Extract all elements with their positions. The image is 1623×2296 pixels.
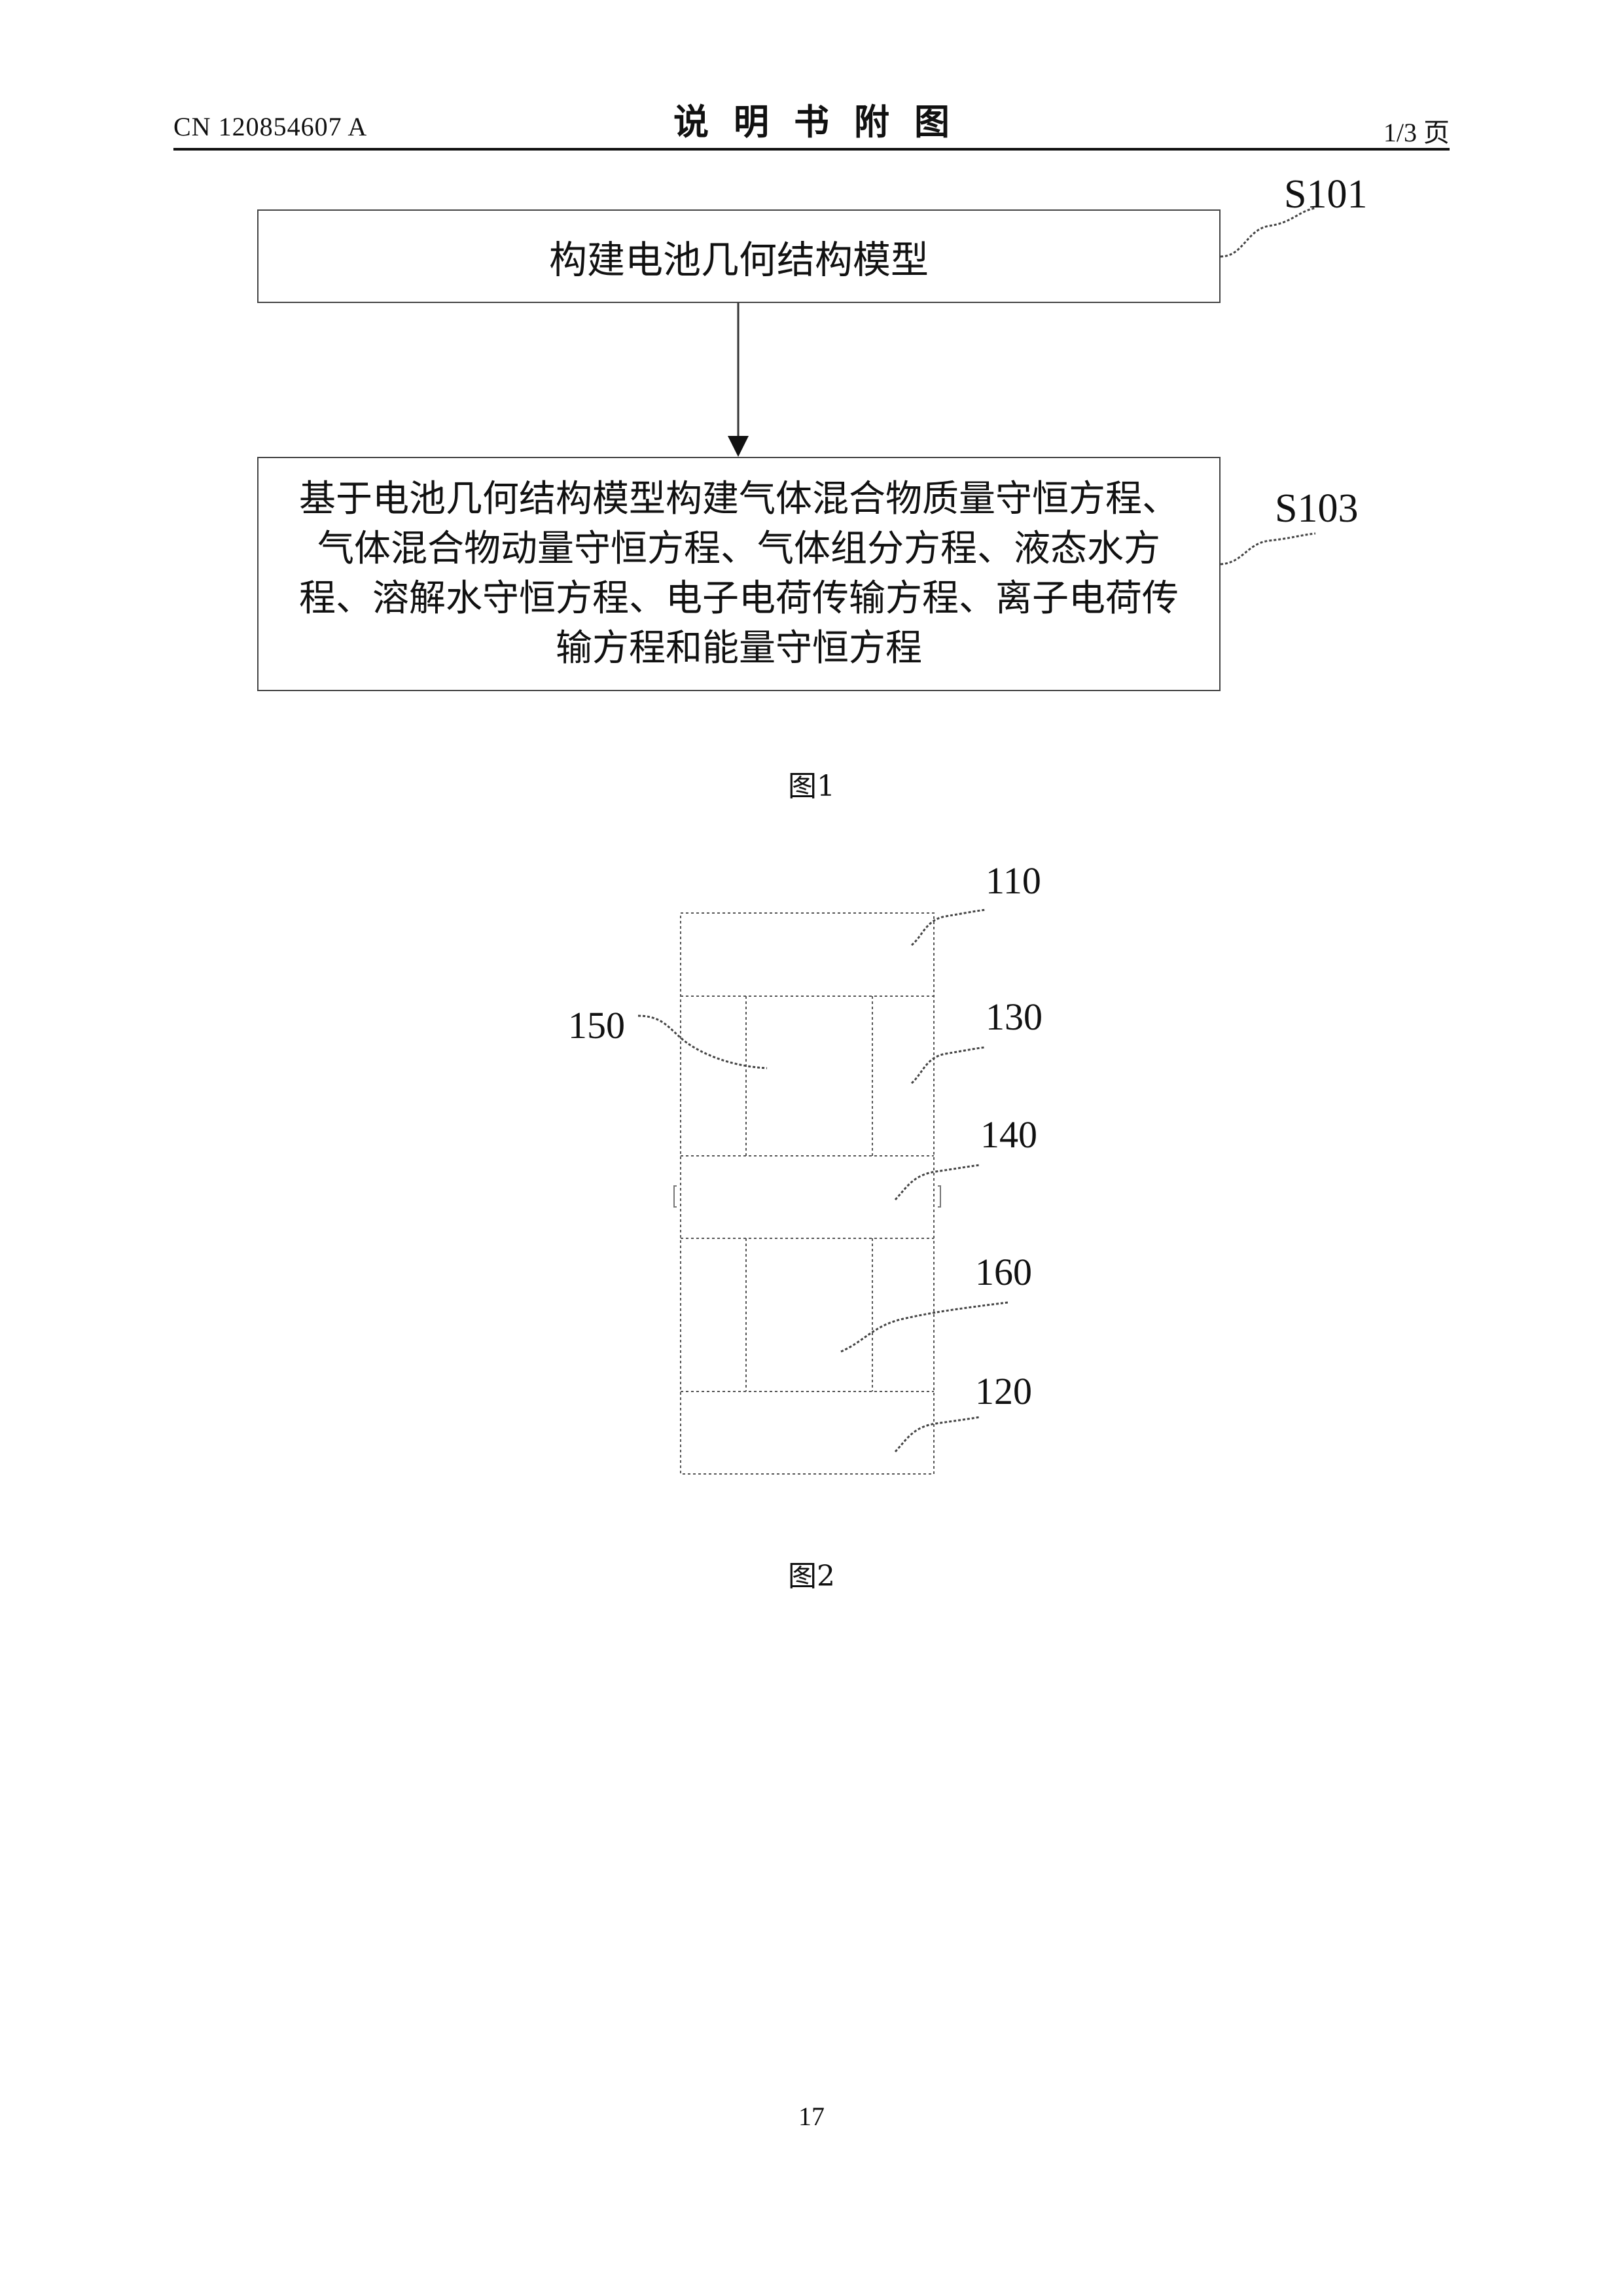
step-box-s103: 基于电池几何结构模型构建气体混合物质量守恒方程、气体混合物动量守恒方程、气体组分…	[257, 457, 1221, 691]
page-counter: 1/3 页	[1383, 111, 1450, 149]
step-box-s101: 构建电池几何结构模型	[257, 209, 1221, 303]
edge-marks-140	[674, 1186, 940, 1207]
part-label-140: 140	[980, 1113, 1037, 1157]
step-label-s103: S103	[1275, 486, 1358, 532]
part-label-160: 160	[975, 1250, 1032, 1294]
part-label-130: 130	[986, 995, 1043, 1039]
outer-frame	[681, 913, 934, 1474]
leader-150	[638, 1016, 767, 1068]
page-number: 17	[0, 2101, 1623, 2132]
figure-caption-1: 图1	[0, 762, 1623, 804]
leader-110	[912, 910, 986, 945]
page-title: 说明书附图	[0, 93, 1623, 145]
leader-s103	[1221, 533, 1315, 564]
figure-caption-2: 图2	[0, 1552, 1623, 1594]
step-text-s103: 基于电池几何结构模型构建气体混合物质量守恒方程、气体混合物动量守恒方程、气体组分…	[285, 475, 1193, 673]
leader-160	[841, 1302, 1008, 1352]
header-rule	[173, 148, 1450, 151]
step-text-s101: 构建电池几何结构模型	[549, 229, 929, 284]
cell-diagram	[681, 913, 934, 1474]
step-label-s101: S101	[1284, 171, 1367, 218]
part-label-110: 110	[986, 859, 1041, 903]
part-label-150: 150	[568, 1003, 625, 1047]
leader-140	[895, 1165, 980, 1200]
leader-130	[912, 1047, 986, 1083]
leader-120	[895, 1417, 980, 1452]
part-label-120: 120	[975, 1369, 1032, 1413]
flow-arrow	[728, 303, 749, 457]
